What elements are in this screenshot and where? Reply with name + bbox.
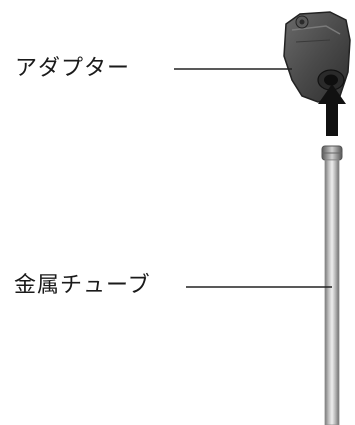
- metal-tube: [321, 145, 343, 425]
- insert-direction-arrow: [318, 84, 346, 136]
- adapter-label: アダプター: [15, 56, 131, 81]
- adapter: [283, 11, 351, 103]
- metal-tube-label: 金属チューブ: [14, 273, 151, 298]
